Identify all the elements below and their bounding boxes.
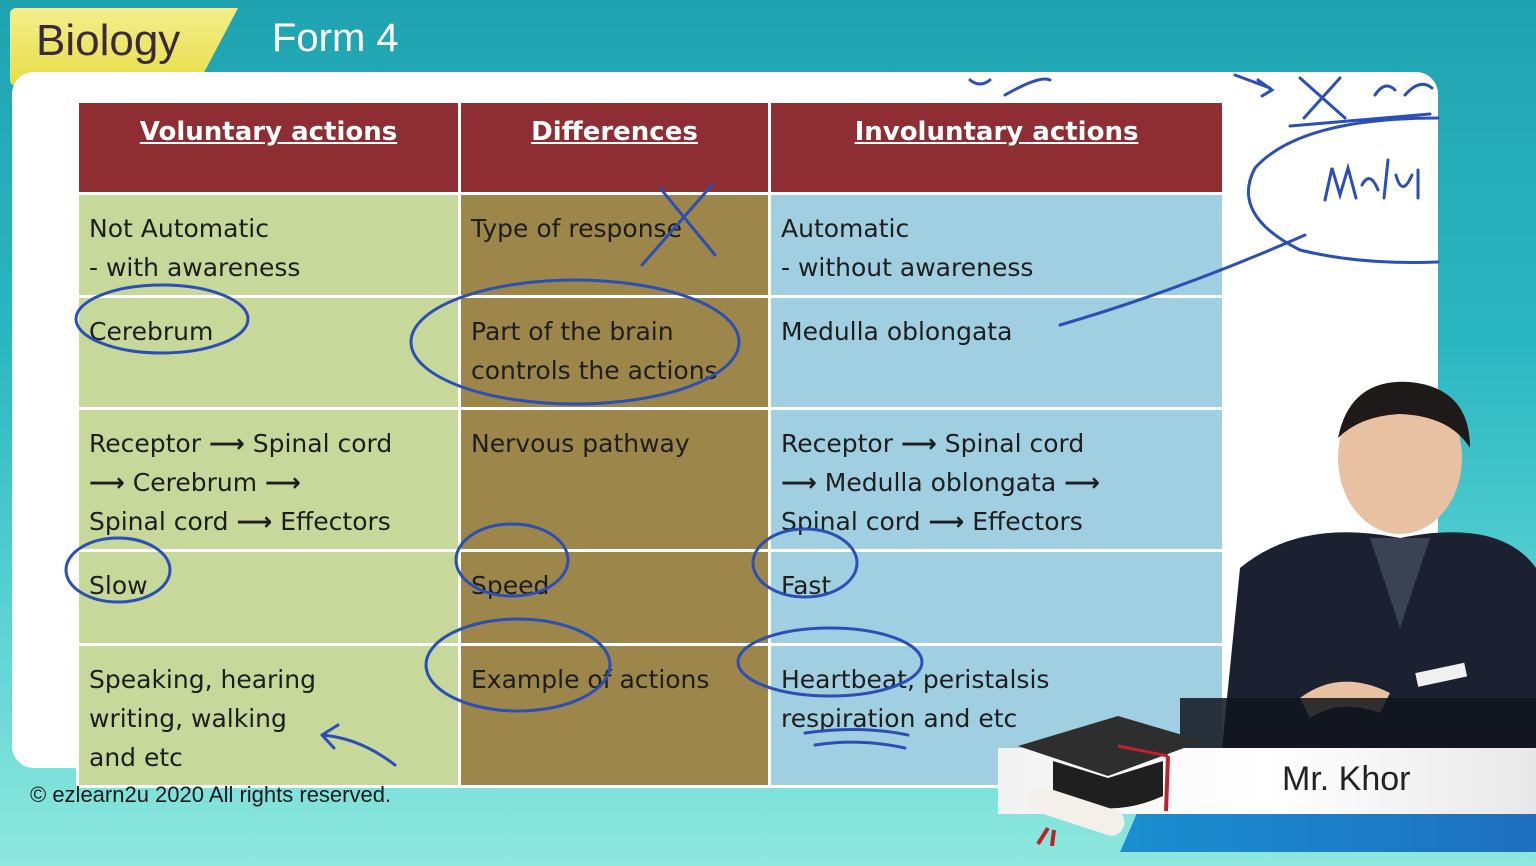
cell-difference: Speed [458,549,771,646]
table-row: Not Automatic- with awareness Type of re… [76,192,1225,298]
arrow-icon: ⟶ [781,468,817,497]
subject-title: Biology [36,16,181,65]
cell-involuntary: Receptor ⟶ Spinal cord ⟶ Medulla oblonga… [768,407,1225,552]
cell-involuntary: Fast [768,549,1225,646]
presenter-name: Mr. Khor [1282,760,1411,798]
cell-involuntary: Automatic- without awareness [768,192,1225,298]
name-banner-accent [1120,814,1536,852]
cell-voluntary: Cerebrum [76,295,461,410]
form-title: Form 4 [272,16,399,60]
cell-involuntary: Medulla oblongata [768,295,1225,410]
cell-voluntary: Not Automatic- with awareness [76,192,461,298]
presenter-video [1180,381,1536,768]
copyright-notice: © ezlearn2u 2020 All rights reserved. [30,782,392,807]
table-row: Receptor ⟶ Spinal cord ⟶ Cerebrum ⟶ Spin… [76,407,1225,552]
cell-difference: Example of actions [458,643,771,788]
arrow-icon: ⟶ [1064,468,1100,497]
arrow-icon: ⟶ [265,468,301,497]
table-row: Slow Speed Fast [76,549,1225,646]
cell-difference: Type of response [458,192,771,298]
header-voluntary: Voluntary actions [76,100,461,195]
header-involuntary: Involuntary actions [768,100,1225,195]
arrow-icon: ⟶ [928,507,965,536]
arrow-icon: ⟶ [208,429,245,458]
table-header-row: Voluntary actions Differences Involuntar… [76,100,1225,195]
comparison-table: Voluntary actions Differences Involuntar… [76,100,1225,788]
cell-difference: Nervous pathway [458,407,771,552]
header-differences: Differences [458,100,771,195]
arrow-icon: ⟶ [900,429,937,458]
graduation-cap-icon [1018,716,1203,846]
arrow-icon: ⟶ [89,468,125,497]
cell-voluntary: Receptor ⟶ Spinal cord ⟶ Cerebrum ⟶ Spin… [76,407,461,552]
cell-voluntary: Slow [76,549,461,646]
arrow-icon: ⟶ [236,507,273,536]
